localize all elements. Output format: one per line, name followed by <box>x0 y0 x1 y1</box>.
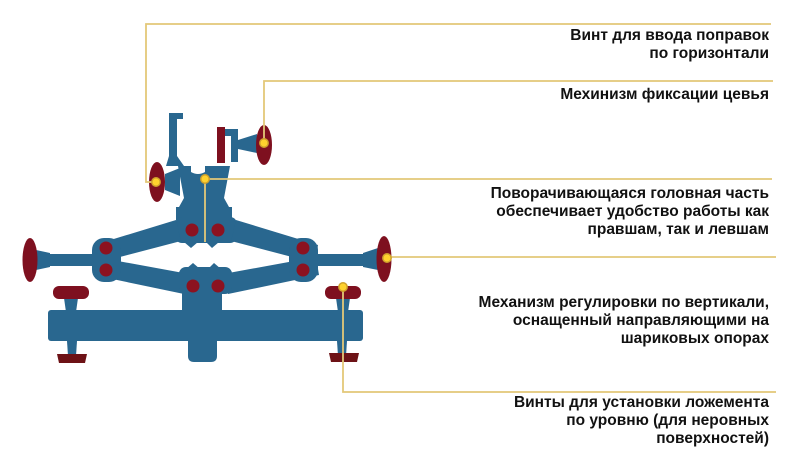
tooth <box>184 242 198 248</box>
callout-text-line: обеспечивает удобство работы как <box>496 203 769 220</box>
callout-text-line: по горизонтали <box>649 45 769 62</box>
windage-shaft <box>165 168 180 196</box>
pivot <box>296 263 310 277</box>
clamp-bracket <box>224 129 238 162</box>
base-column <box>182 292 222 312</box>
foot-pads <box>57 353 359 363</box>
callout-line-windage <box>145 23 771 183</box>
fork-post <box>166 113 184 166</box>
callout-label-rotating-head: Поворачивающаяся головная часть обеспечи… <box>491 185 769 239</box>
callout-text-line: Мехинизм фиксации цевья <box>560 86 769 103</box>
t-screw-stem-left <box>64 298 78 312</box>
pivot <box>186 279 200 293</box>
side-shaft-right <box>316 254 365 266</box>
pivot-bulb-right <box>289 238 318 282</box>
callout-text-line: Винт для ввода поправок <box>570 27 769 44</box>
callout-line-leveling <box>342 288 776 393</box>
side-collar-left <box>36 250 50 270</box>
callout-text-line: Механизм регулировки по вертикали, <box>478 294 769 311</box>
scissor-top-block <box>175 217 237 243</box>
head-collar-lower <box>176 207 232 220</box>
callout-text-line: Винты для установки ложемента <box>513 394 769 411</box>
foot-pad-left <box>57 354 87 363</box>
callout-label-leveling-screws: Винты для установки ложемента по уровню … <box>514 394 769 448</box>
pivot <box>211 223 225 237</box>
callout-dot <box>338 282 348 292</box>
pivot <box>99 241 113 255</box>
clamp-shaft <box>238 134 257 153</box>
pivot <box>99 263 113 277</box>
pivot <box>296 241 310 255</box>
callout-label-windage-screw: Винт для ввода поправок по горизонтали <box>570 27 769 63</box>
callout-line-clamp <box>263 80 773 142</box>
foot-stem-right <box>337 341 347 356</box>
base-pedestal <box>188 341 217 362</box>
head-collar-upper <box>179 198 229 207</box>
pivot <box>211 279 225 293</box>
pivot <box>185 223 199 237</box>
tooth <box>206 242 219 248</box>
callout-text-line: Поворачивающаяся головная часть <box>490 185 769 202</box>
callout-text-line: поверхностей) <box>656 430 769 447</box>
side-shaft-left <box>36 254 94 266</box>
side-wheel-left <box>22 238 38 282</box>
machine-body-shapes <box>36 113 378 362</box>
scissor-bottom-block <box>179 267 232 294</box>
callout-dot <box>259 138 269 148</box>
callout-dot <box>382 253 392 263</box>
pivot-bulb-left <box>92 238 121 282</box>
callout-markers <box>151 138 392 292</box>
base-bar <box>48 310 363 341</box>
callout-text-line: шариковых опорах <box>620 330 769 347</box>
callout-dot <box>151 177 161 187</box>
pivot-dots <box>99 223 310 293</box>
foot-stem-left <box>67 341 77 356</box>
callout-text-line: оснащенный направляющими на <box>512 312 769 329</box>
foot-pad-right <box>329 353 359 362</box>
t-screw-cap-left <box>53 286 89 299</box>
callout-text-line: по уровню (для неровных <box>566 412 769 429</box>
callout-lines <box>145 23 776 393</box>
callout-dot <box>200 174 210 184</box>
side-cone-right <box>363 248 378 270</box>
callout-label-forend-clamp: Мехинизм фиксации цевья <box>560 86 769 104</box>
callout-text-line: правшам, так и левшам <box>587 221 769 238</box>
callout-label-vertical-adjustment: Механизм регулировки по вертикали, оснащ… <box>479 294 769 348</box>
clamp-bar <box>217 127 225 163</box>
